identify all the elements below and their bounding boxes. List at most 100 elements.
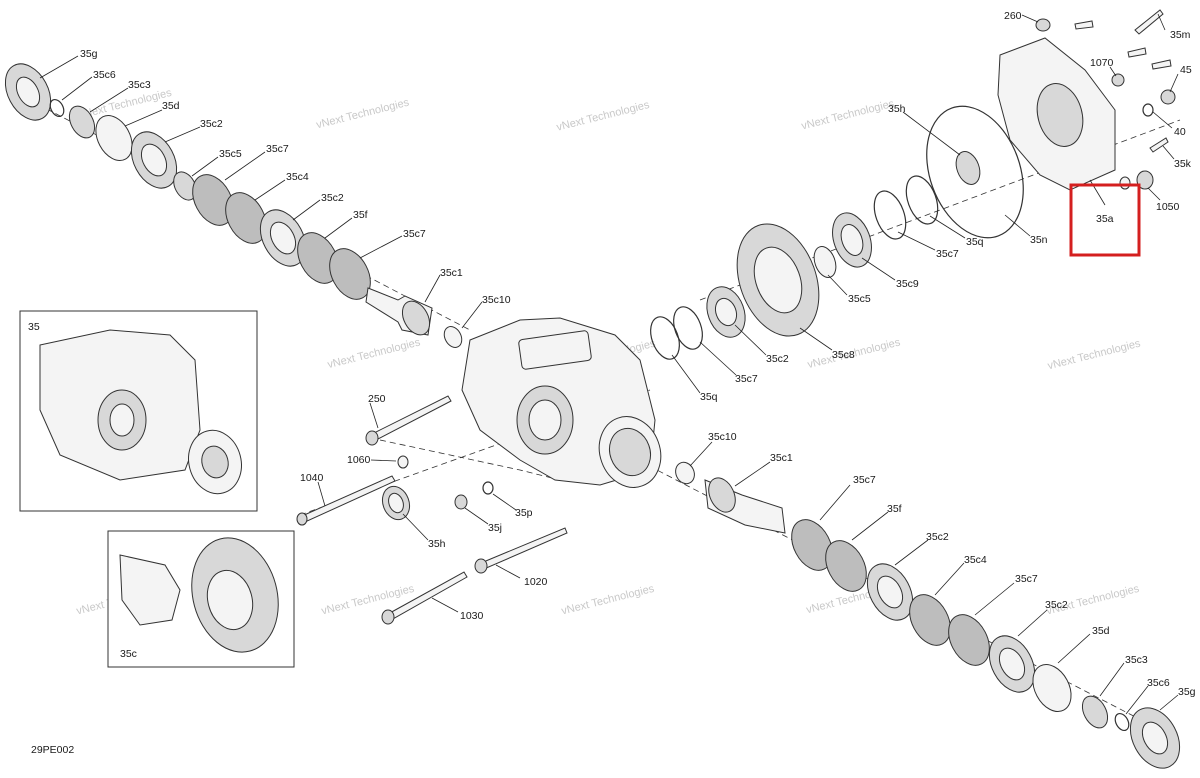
shim-35c7-c (673, 306, 703, 350)
circlip-35c6-b (1114, 712, 1130, 732)
label-1030: 1030 (460, 610, 484, 622)
housing-hardware (296, 395, 568, 625)
bolt-1040-head (296, 512, 308, 526)
inset-35c-ring-gear-hub (206, 569, 254, 631)
inset-label-35c: 35c (120, 648, 137, 660)
label-35g: 35g (1178, 686, 1196, 698)
bushing-35c10 (443, 326, 463, 348)
label-35c7: 35c7 (1015, 573, 1038, 585)
cover-35a-bore (1036, 83, 1084, 147)
plug-260 (1035, 18, 1051, 32)
housing-output-bore (608, 427, 652, 477)
leader-lines (39, 13, 1179, 715)
shim-35c7-f (948, 614, 990, 666)
label-35c9: 35c9 (896, 278, 919, 290)
label-35c3: 35c3 (1125, 654, 1148, 666)
label-1060: 1060 (347, 454, 371, 466)
central-housing (461, 317, 662, 488)
label-35c10: 35c10 (482, 294, 511, 306)
watermark: vNext Technologies (315, 96, 411, 131)
o-ring-35p (482, 481, 494, 495)
right-upper-parts (650, 37, 1116, 360)
shim-35f-b (825, 540, 867, 592)
label-35c10: 35c10 (708, 431, 737, 443)
label-35c6: 35c6 (93, 69, 116, 81)
label-35c7: 35c7 (936, 248, 959, 260)
screw-35m-a (1074, 20, 1094, 30)
watermark: vNext Technologies (78, 87, 174, 122)
label-35c2: 35c2 (766, 353, 789, 365)
shim-35f (297, 232, 339, 284)
part-labels: 35g 35c6 35c3 35d 35c2 35c5 35c7 35c4 35… (80, 10, 1196, 698)
bearing-35c2-d-inner (876, 575, 904, 609)
label-35c4: 35c4 (964, 554, 987, 566)
label-40: 40 (1174, 126, 1186, 138)
gasket-35n (926, 105, 1024, 239)
o-ring-35q (650, 316, 680, 360)
label-35q: 35q (966, 236, 984, 248)
shim-35c4-b (909, 594, 951, 646)
pinion-35c1-b-gear (708, 477, 736, 513)
shim-35c7-d (873, 190, 907, 240)
label-35c2: 35c2 (926, 531, 949, 543)
label-35k: 35k (1174, 158, 1192, 170)
label-35c4: 35c4 (286, 171, 309, 183)
lower-right-parts (675, 461, 1181, 769)
shim-35c7-e (791, 519, 833, 571)
housing-bore-inner (528, 399, 562, 441)
label-35c1: 35c1 (440, 267, 463, 279)
label-35a: 35a (1096, 213, 1114, 225)
label-1050: 1050 (1156, 201, 1180, 213)
inset-35c-pinion (119, 554, 181, 626)
label-35c7: 35c7 (735, 373, 758, 385)
nut-1070 (1111, 73, 1125, 87)
label-35g: 35g (80, 48, 98, 60)
watermark: vNext Technologies (1046, 337, 1142, 372)
right-lower-axis (559, 419, 1181, 741)
shim-35c7 (192, 174, 234, 226)
oil-seal-35g-bore (15, 76, 41, 108)
label-35c5: 35c5 (848, 293, 871, 305)
label-1040: 1040 (300, 472, 324, 484)
label-35c2: 35c2 (200, 118, 223, 130)
label-260: 260 (1004, 10, 1022, 22)
washer-1060 (397, 455, 409, 469)
cover-hardware (1035, 9, 1176, 190)
screw-35m-c (1151, 59, 1172, 70)
label-35c7: 35c7 (266, 143, 289, 155)
circlip-35c6 (49, 98, 65, 118)
washer-40 (1142, 103, 1154, 117)
bearing-35c2-e-inner (998, 647, 1026, 681)
seal-axis (379, 439, 561, 481)
label-35c7: 35c7 (403, 228, 426, 240)
spacer-35d-b (1032, 664, 1072, 712)
inset-assembly-35: 35 (19, 310, 258, 512)
label-45: 45 (1180, 64, 1192, 76)
inset-35-flange-bore (201, 445, 229, 479)
fitting-1050 (1136, 170, 1154, 190)
label-35m: 35m (1170, 29, 1191, 41)
label-35f: 35f (887, 503, 902, 515)
pinion-35c1-gear (401, 300, 431, 336)
stud-35m (1134, 9, 1164, 35)
nut-35c3 (68, 105, 96, 139)
bushing-35c10-b (675, 461, 695, 485)
label-35d: 35d (162, 100, 180, 112)
label-35c2: 35c2 (321, 192, 344, 204)
label-35c2: 35c2 (1045, 599, 1068, 611)
label-35c5: 35c5 (219, 148, 242, 160)
label-35j: 35j (488, 522, 502, 534)
bolt-1020 (480, 527, 568, 570)
label-35c1: 35c1 (770, 452, 793, 464)
bearing-35c2-c-inner (714, 297, 738, 327)
ring-35c5 (173, 171, 197, 201)
bolt-250-head (365, 430, 379, 446)
shim-35c4 (225, 192, 267, 244)
label-35d: 35d (1092, 625, 1110, 637)
diagram-code: 29PE002 (31, 744, 74, 756)
label-35c6: 35c6 (1147, 677, 1170, 689)
bolt-35k (1149, 137, 1169, 153)
ring-gear-35c8-hub (753, 246, 803, 314)
watermark: vNext Technologies (326, 336, 422, 371)
